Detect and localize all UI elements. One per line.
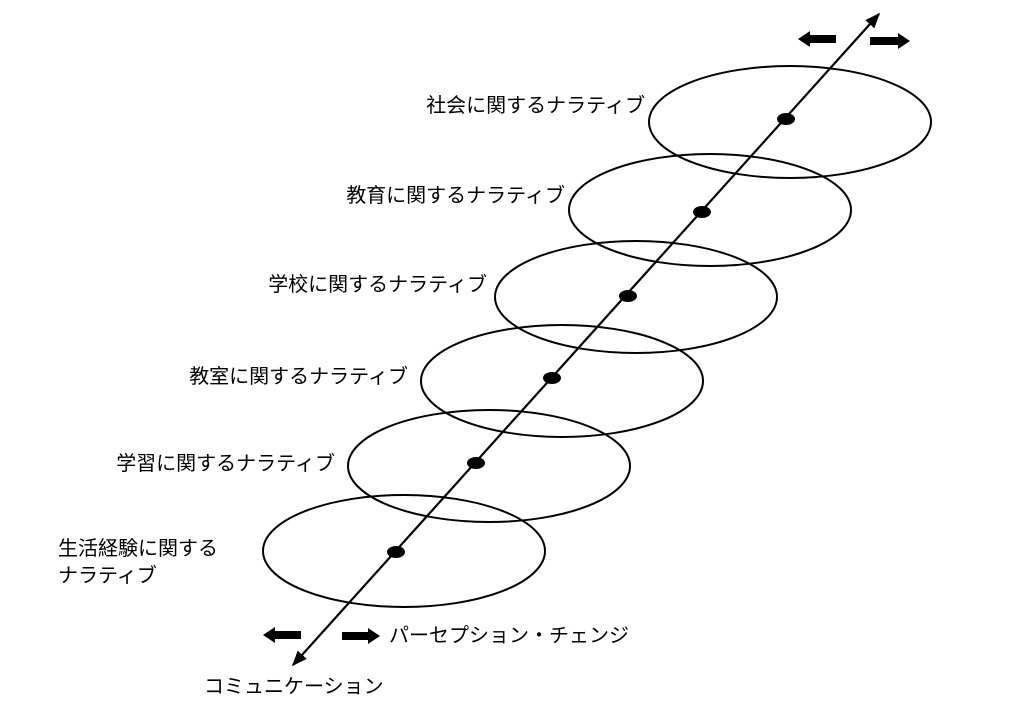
ellipse-learning (347, 409, 631, 523)
centre-point-society (777, 113, 795, 125)
ellipse-classroom (420, 324, 704, 438)
centre-point-learning (467, 457, 485, 469)
centre-point-school (619, 290, 637, 302)
top-left-arrow-icon (798, 31, 836, 47)
level-ellipses (262, 65, 932, 608)
level-centre-points (387, 113, 795, 558)
label-life-experience: 生活経験に関する (58, 536, 218, 560)
label-school: 学校に関するナラティブ (268, 272, 487, 296)
bottom-right-arrow-icon (342, 628, 380, 644)
label-classroom: 教室に関するナラティブ (189, 364, 408, 388)
label-education: 教育に関するナラティブ (346, 183, 565, 207)
label-communication-axis: コミュニケーション (204, 674, 384, 698)
centre-point-classroom (543, 372, 561, 384)
label-society: 社会に関するナラティブ (426, 93, 645, 117)
top-perception-arrows (798, 31, 910, 49)
label-perception-change: パーセプション・チェンジ (389, 623, 629, 647)
centre-point-education (693, 206, 711, 218)
bottom-left-arrow-icon (263, 627, 301, 643)
label-learning: 学習に関するナラティブ (116, 451, 335, 475)
bottom-perception-arrows (263, 627, 380, 644)
label-life-experience-line2: ナラティブ (58, 563, 157, 587)
top-right-arrow-icon (870, 33, 910, 49)
centre-point-life-experience (387, 546, 405, 558)
